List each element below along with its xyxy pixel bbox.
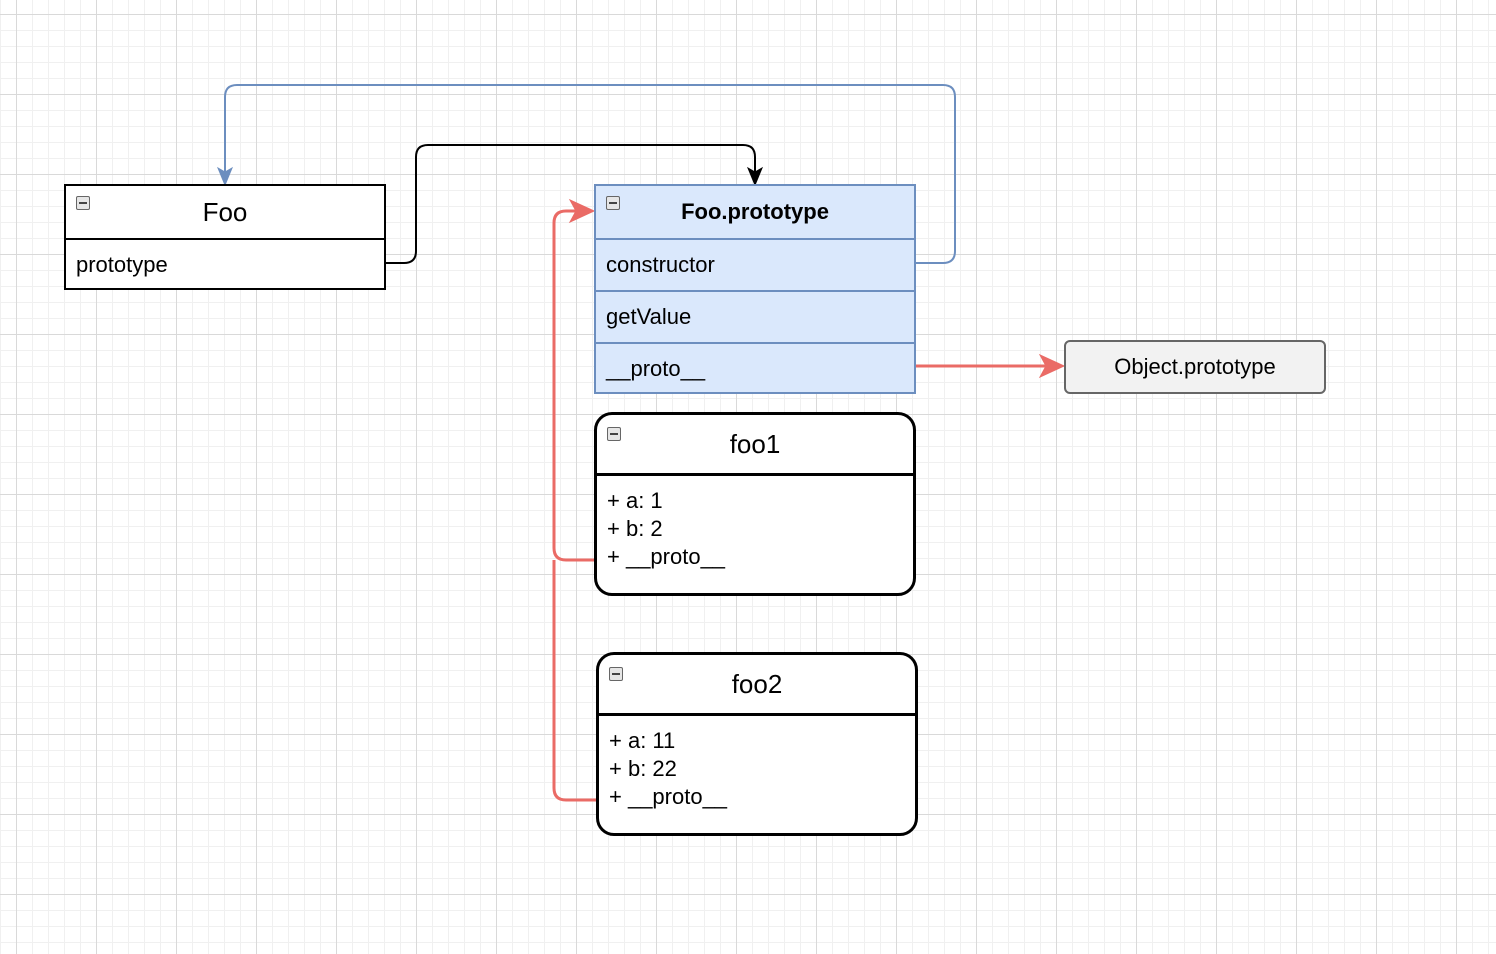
edge-foo1-proto-to-fooprototype[interactable] [552,198,606,562]
edge-proto-arrowhead [1038,353,1066,379]
edge-proto-to-objectprototype[interactable] [916,353,1066,379]
foo-prototype-box[interactable]: Foo.prototype constructor getValue __pro… [594,184,916,394]
foo1-title: foo1 [597,415,913,476]
edge-prototype-arrowhead [746,166,764,187]
collapse-icon[interactable] [606,196,620,210]
foo-prototype-title: Foo.prototype [681,199,829,224]
foo-class-box[interactable]: Foo prototype [64,184,386,290]
edge-constructor-arrowhead [216,166,234,187]
foo2-field-a[interactable]: + a: 11 [609,728,676,753]
object-prototype-label: Object.prototype [1114,354,1276,379]
foo1-instance-box[interactable]: foo1 + a: 1 + b: 2 + __proto__ [594,412,916,596]
foo1-field-proto[interactable]: + __proto__ [607,544,726,569]
foo2-field-proto[interactable]: + __proto__ [609,784,728,809]
edge-prototype-to-fooprototype[interactable] [386,144,764,264]
foo2-instance-box[interactable]: foo2 + a: 11 + b: 22 + __proto__ [596,652,918,836]
edge-foo2-proto-to-fooprototype[interactable] [552,560,608,802]
collapse-icon[interactable] [76,196,90,210]
collapse-icon[interactable] [609,667,623,681]
foo1-field-b[interactable]: + b: 2 [607,516,663,541]
foo-field-prototype[interactable]: prototype [76,252,168,277]
foo-prototype-field-constructor[interactable]: constructor [596,238,914,290]
object-prototype-box[interactable]: Object.prototype [1064,340,1326,394]
foo2-field-b[interactable]: + b: 22 [609,756,677,781]
foo1-fields: + a: 1 + b: 2 + __proto__ [607,487,725,571]
foo1-field-a[interactable]: + a: 1 [607,488,663,513]
edge-foo1-arrowhead [568,198,596,224]
foo2-fields: + a: 11 + b: 22 + __proto__ [609,727,727,811]
collapse-icon[interactable] [607,427,621,441]
edge-constructor-to-foo[interactable] [216,84,956,264]
foo-prototype-field-proto[interactable]: __proto__ [596,342,914,394]
foo-title: Foo [66,186,384,240]
foo-prototype-field-getvalue[interactable]: getValue [596,290,914,342]
foo2-title: foo2 [599,655,915,716]
